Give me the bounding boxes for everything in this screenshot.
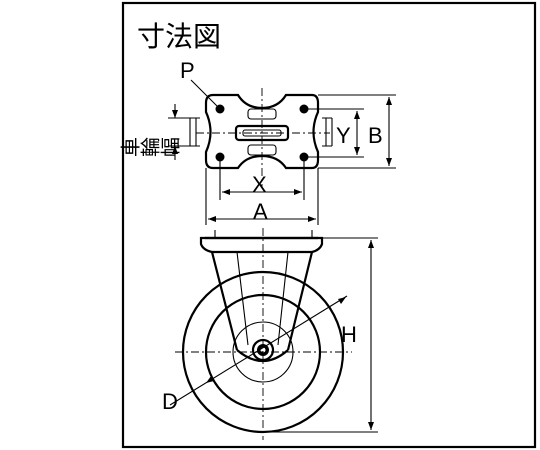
label-x: X xyxy=(252,172,267,197)
label-y: Y xyxy=(336,123,351,148)
front-plate xyxy=(199,236,324,254)
drawing-frame xyxy=(121,1,537,449)
label-d: D xyxy=(162,389,178,414)
label-wheel-width: 車輪幅 xyxy=(120,137,180,161)
label-a: A xyxy=(253,199,268,224)
label-p: P xyxy=(180,58,195,83)
label-b: B xyxy=(368,123,383,148)
drawing-title: 寸法図 xyxy=(137,20,221,53)
top-plate xyxy=(204,93,320,170)
top-view xyxy=(168,79,396,225)
label-h: H xyxy=(341,322,357,347)
front-view xyxy=(169,228,378,440)
bolt-holes xyxy=(215,104,309,162)
